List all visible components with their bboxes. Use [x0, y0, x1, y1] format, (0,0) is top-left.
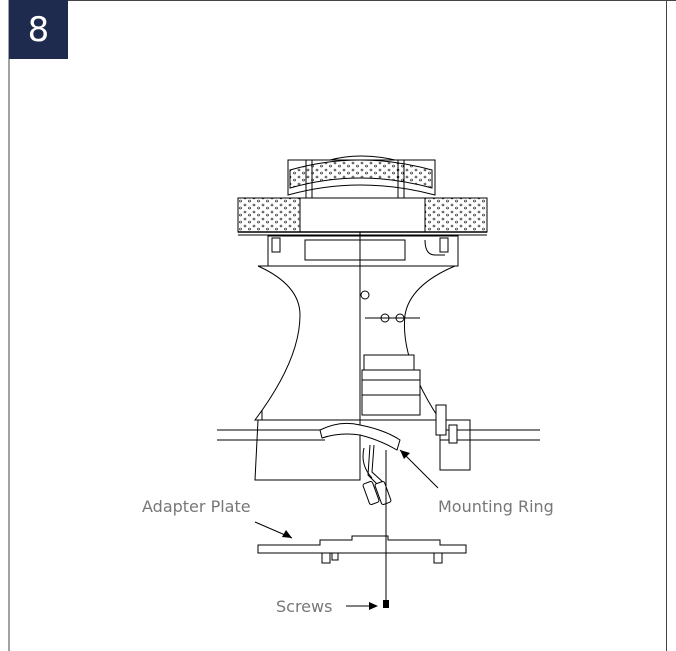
mounting-bracket [267, 235, 459, 267]
ceiling-dome [287, 155, 436, 205]
label-leader-lines [254, 449, 439, 610]
mounting-ring-label: Mounting Ring [438, 497, 554, 516]
adapter-plate-label: Adapter Plate [142, 497, 251, 516]
wire-bundle [362, 444, 392, 505]
screw-alignment [383, 450, 389, 608]
step-number-badge: 8 [9, 0, 68, 59]
fan-canopy-body [254, 232, 456, 460]
ceiling-slab [237, 197, 488, 236]
screws-label: Screws [276, 597, 333, 616]
mounting-ring [319, 422, 401, 451]
adapter-plate [257, 535, 467, 564]
step-number: 8 [27, 9, 50, 50]
